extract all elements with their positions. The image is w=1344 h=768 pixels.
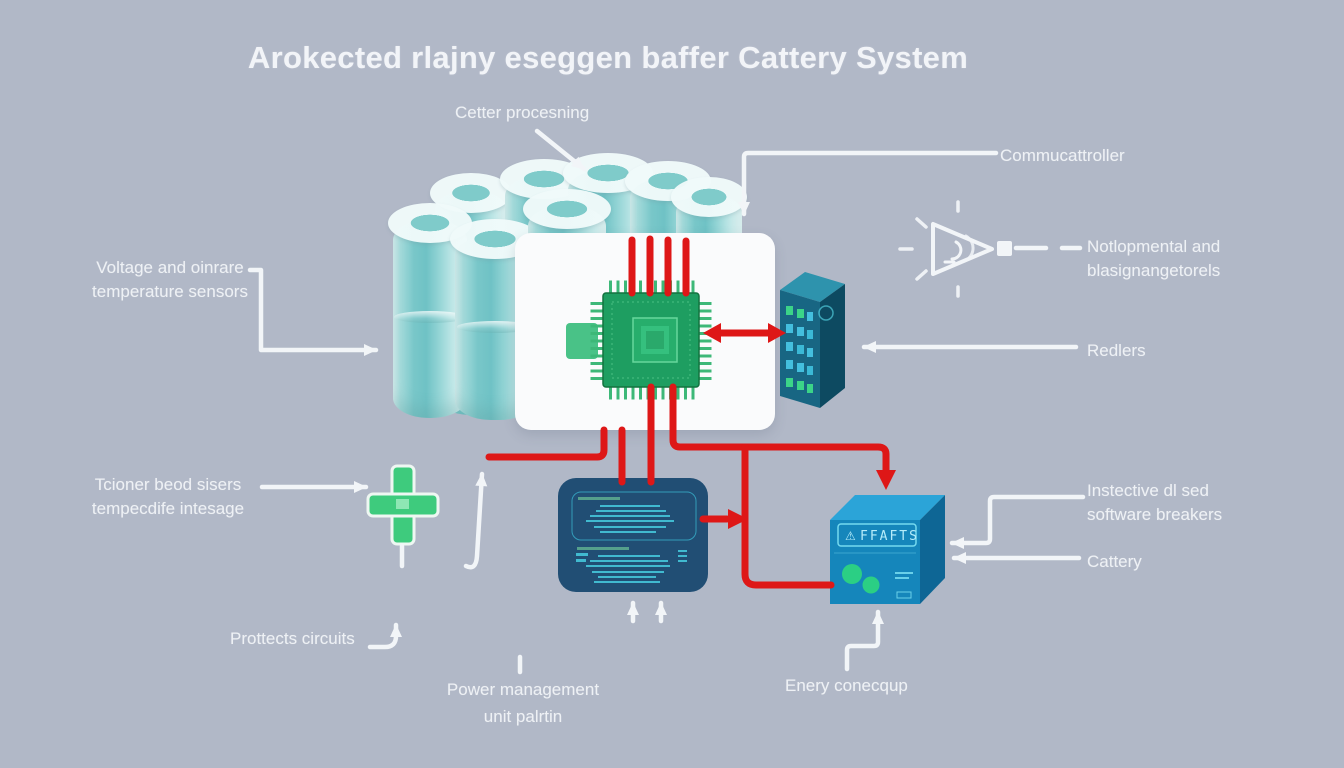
red-wires [485, 235, 890, 589]
callout-breakers-line1: Instective dl sed [1087, 481, 1209, 500]
sensor-cross [366, 464, 440, 546]
callout-notifications-line2: blasignangetorels [1087, 261, 1221, 280]
warning-icon: ⚠ [845, 529, 856, 543]
callout-voltage-sensors: Voltage and oinrare temperature sensors [80, 256, 260, 304]
callout-protect-circuits: Prottects circuits [230, 629, 355, 648]
mcu-chip [566, 280, 712, 400]
callout-breakers-line2: software breakers [1087, 505, 1223, 524]
diagram-title: Arokected rlajny eseggen baffer Cattery … [247, 40, 969, 75]
callout-breakers: Instective dl sed software breakers [1087, 479, 1222, 527]
callout-battery: Cattery [1087, 552, 1142, 571]
callout-energy: Enery conecqup [785, 676, 908, 695]
callout-sensor-line2: tempecdife intesage [91, 499, 245, 518]
battery-cell [388, 203, 472, 418]
connector-module [780, 272, 845, 408]
fuse-box: ⚠ FFAFTS [830, 495, 945, 604]
callout-voltage-line1: Voltage and oinrare [96, 258, 244, 277]
callout-power-unit: Power management unit palrtin [438, 676, 608, 730]
callout-notifications-line1: Notlopmental and [1087, 237, 1221, 256]
power-management-unit [558, 478, 708, 592]
fuse-box-label: FFAFTS [860, 529, 919, 544]
callout-power-line2: unit palrtin [483, 707, 563, 726]
callout-controller: Commucattroller [1000, 146, 1125, 165]
callout-notifications: Notlopmental and blasignangetorels [1087, 235, 1220, 283]
callout-voltage-line2: temperature sensors [92, 282, 248, 301]
callout-cell-processing: Cetter procesning [455, 103, 590, 122]
callout-sensor-module: Tcioner beod sisers tempecdife intesage [78, 473, 258, 521]
white-annotation-lines [247, 128, 1086, 675]
callout-power-line1: Power management [446, 680, 600, 699]
alert-icon [898, 200, 1012, 298]
callout-sensor-line1: Tcioner beod sisers [94, 475, 242, 494]
red-arrowheads [703, 323, 896, 529]
callout-relays: Redlers [1087, 341, 1146, 360]
